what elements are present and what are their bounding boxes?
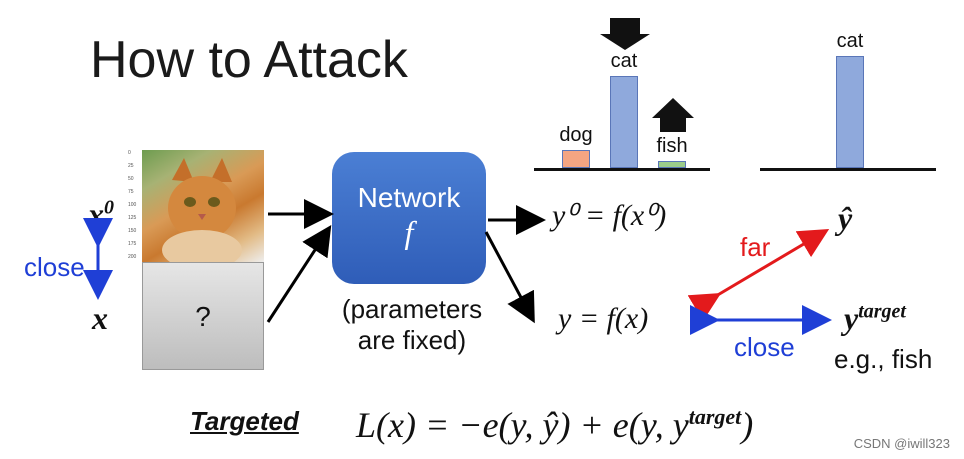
- network-label: Network: [357, 182, 461, 213]
- arrow-network-to-y: [484, 231, 535, 324]
- ytarget-sup: target: [858, 300, 906, 323]
- tick-label: 175: [128, 241, 137, 247]
- tick-label: 0: [128, 150, 131, 156]
- tick-label: 125: [128, 215, 137, 221]
- ytarget-label: ytarget: [844, 300, 906, 337]
- output-distribution-chart: dog cat fish: [534, 40, 710, 172]
- y0-equation: y⁰ = f(x⁰): [552, 199, 667, 232]
- close-label-left: close: [24, 252, 85, 282]
- bar-cat: [610, 76, 638, 168]
- y-equation: y = f(x): [558, 302, 649, 335]
- tick-label: 50: [128, 176, 134, 182]
- targeted-label: Targeted: [190, 406, 299, 436]
- tick-label: 75: [128, 189, 134, 195]
- tick-label: 100: [128, 202, 137, 208]
- target-distribution-chart: cat: [760, 24, 936, 172]
- caption-line-2: are fixed): [357, 325, 467, 355]
- tick-label: 25: [128, 163, 134, 169]
- chart-baseline: [760, 168, 936, 171]
- yhat-label: ŷ: [838, 200, 853, 236]
- unknown-image: ?: [142, 262, 264, 370]
- caption-line-1: (parameters: [341, 294, 483, 324]
- up-arrow-icon: [652, 98, 694, 132]
- cat-image: [142, 150, 264, 270]
- network-caption: (parameters are fixed): [332, 294, 492, 356]
- x-label: x: [92, 300, 108, 336]
- ytarget-base: y: [844, 300, 859, 336]
- image-axis-ticks: 0 25 50 75 100 125 150 175 200: [128, 150, 142, 262]
- down-arrow-icon: [600, 18, 650, 50]
- example-label: e.g., fish: [834, 344, 933, 374]
- watermark: CSDN @iwill323: [853, 436, 950, 451]
- chart-baseline: [534, 168, 710, 171]
- far-arrow: [687, 228, 830, 322]
- bar-label-fish: fish: [656, 134, 688, 157]
- cat-face-icon: [162, 158, 242, 270]
- bar-cat: [836, 56, 864, 168]
- network-function: f: [404, 214, 414, 250]
- formula-tail: ): [741, 405, 754, 445]
- close-label-right: close: [734, 332, 795, 362]
- formula-sup: target: [688, 404, 742, 429]
- tick-label: 200: [128, 254, 137, 260]
- bar-fish: [658, 160, 686, 168]
- loss-formula: L(x) = −e(y, ŷ) + e(y, ytarget): [356, 404, 753, 446]
- arrow-unknown-to-network: [266, 224, 332, 323]
- bar-dog: [562, 149, 590, 168]
- network-box: Network f: [332, 152, 486, 284]
- page-title: How to Attack: [90, 31, 408, 89]
- bar-label-cat: cat: [610, 50, 638, 72]
- x0-sup: 0: [104, 196, 114, 219]
- bar-label-cat: cat: [836, 30, 864, 52]
- bar-label-dog: dog: [559, 123, 593, 146]
- formula-main: L(x) = −e(y, ŷ) + e(y, y: [356, 405, 689, 445]
- tick-label: 150: [128, 228, 137, 234]
